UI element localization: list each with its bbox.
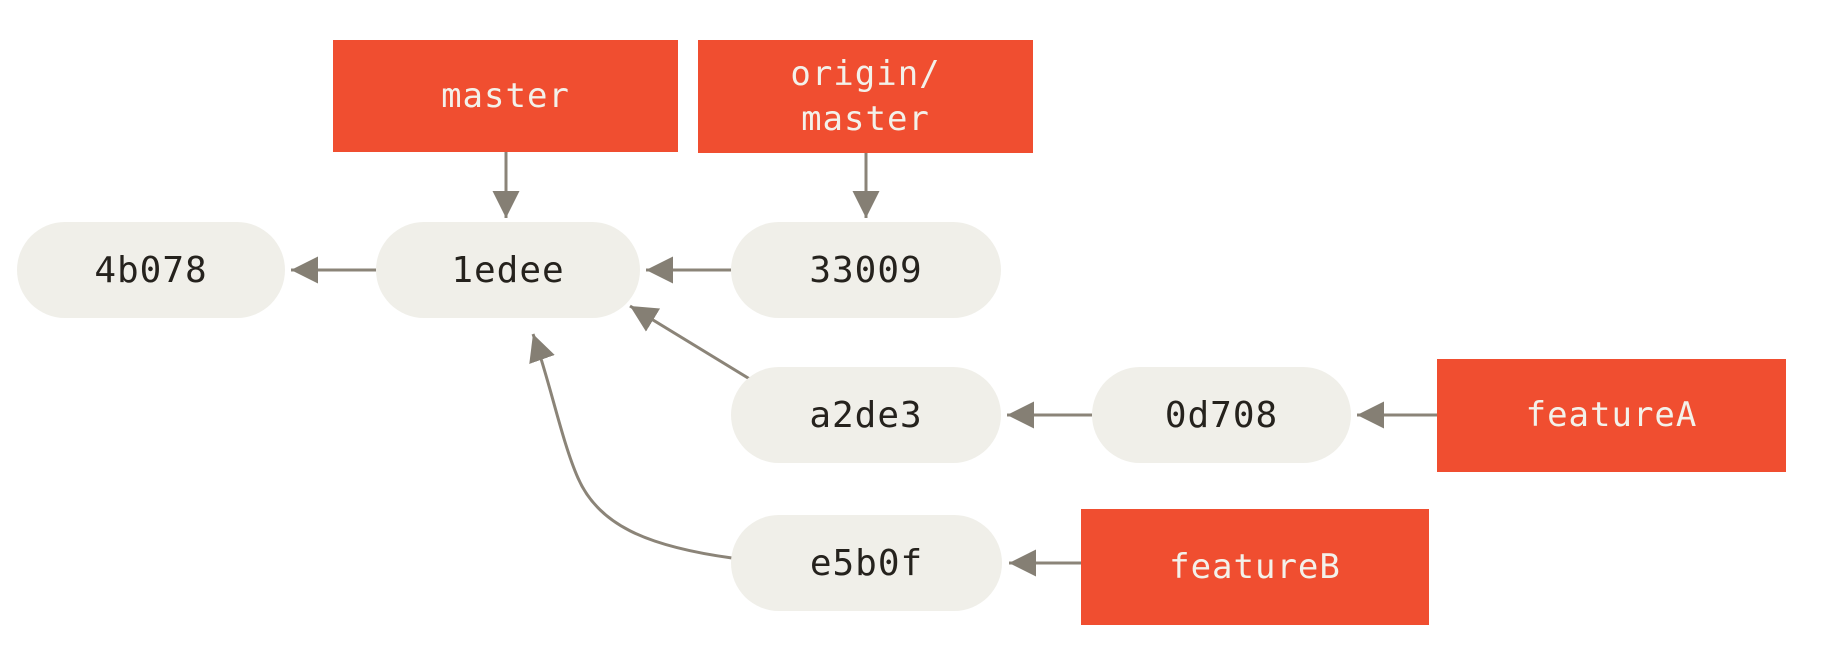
commit-node-a2de3: a2de3 xyxy=(731,367,1001,463)
commit-hash: a2de3 xyxy=(809,394,923,436)
commit-hash: 0d708 xyxy=(1164,394,1279,436)
arrow-a2de3-to-1edee xyxy=(629,304,754,383)
commit-node-33009: 33009 xyxy=(731,222,1001,318)
commit-hash: 33009 xyxy=(809,249,923,291)
branch-label-featureb: featureB xyxy=(1081,509,1429,625)
branch-label-featurea: featureA xyxy=(1437,359,1786,472)
commit-hash: 1edee xyxy=(451,249,565,291)
commit-hash: e5b0f xyxy=(809,542,924,584)
branch-label-featureb-text: featureB xyxy=(1169,546,1341,587)
commit-node-e5b0f: e5b0f xyxy=(731,515,1002,611)
commit-node-0d708: 0d708 xyxy=(1092,367,1351,463)
commit-node-4b078: 4b078 xyxy=(17,222,285,318)
commit-hash: 4b078 xyxy=(94,249,208,291)
branch-label-master-text: master xyxy=(441,75,570,116)
arrow-e5b0f-to-1edee xyxy=(529,333,733,560)
branch-label-featurea-text: featureA xyxy=(1525,395,1698,435)
branch-label-origin-master: origin/ master xyxy=(698,40,1033,153)
branch-label-origin-master-line2: master xyxy=(801,98,930,139)
commit-node-1edee: 1edee xyxy=(376,222,640,318)
branch-label-origin-master-line1: origin/ xyxy=(790,53,941,94)
branch-label-master: master xyxy=(333,40,678,152)
